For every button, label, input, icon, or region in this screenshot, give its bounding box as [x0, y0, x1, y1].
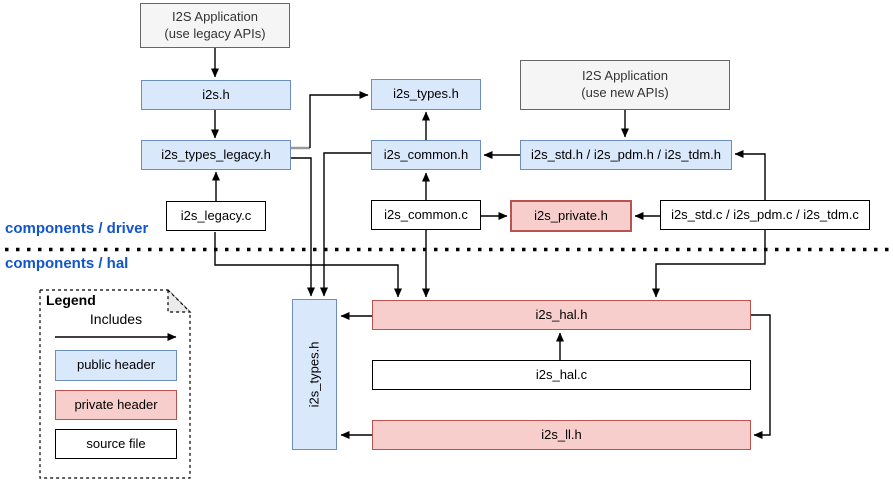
arrow-halh-to-llh: [751, 314, 771, 439]
arrow-typeslegacy-to-typeshal: [291, 157, 315, 297]
node-i2s-std-pdm-tdm-h: i2s_std.h / i2s_pdm.h / i2s_tdm.h: [520, 140, 732, 170]
node-i2s-application-legacy: I2S Application (use legacy APIs): [140, 3, 290, 48]
legend-item-source-file: source file: [55, 429, 177, 459]
node-i2s-private-h: i2s_private.h: [510, 200, 632, 232]
arrow-typeslegacy-to-typesdriver: [309, 91, 369, 148]
node-label-line2: (use new APIs): [581, 85, 669, 100]
section-label-components-driver: components / driver: [5, 220, 149, 237]
legend-includes-label: Includes: [89, 311, 143, 327]
node-i2s-common-h: i2s_common.h: [371, 140, 481, 170]
node-i2s-legacy-c: i2s_legacy.c: [166, 201, 266, 231]
node-i2s-common-c: i2s_common.c: [371, 200, 481, 230]
node-i2s-hal-h: i2s_hal.h: [372, 300, 751, 330]
legend-item-private-header: private header: [55, 390, 177, 420]
node-i2s-hal-c: i2s_hal.c: [372, 360, 751, 390]
node-i2s-types-h-driver: i2s_types.h: [371, 79, 481, 110]
arrow-stdc-to-halh: [652, 230, 766, 298]
node-label-line2: (use legacy APIs): [164, 25, 266, 41]
arrow-commonh-to-typeshal: [320, 152, 371, 297]
section-label-components-hal: components / hal: [5, 255, 129, 272]
node-i2s-ll-h: i2s_ll.h: [372, 420, 751, 450]
node-i2s-types-h-hal: i2s_types.h: [292, 299, 337, 450]
node-i2s-std-pdm-tdm-c: i2s_std.c / i2s_pdm.c / i2s_tdm.c: [660, 200, 870, 230]
node-i2s-types-legacy-h: i2s_types_legacy.h: [141, 140, 291, 170]
node-label-line1: I2S Application: [581, 68, 668, 84]
legend-item-public-header: public header: [55, 350, 177, 381]
arrow-legacyc-to-halh: [214, 232, 402, 298]
node-i2s-h: i2s.h: [141, 80, 291, 110]
node-i2s-application-new: I2S Application (use new APIs): [520, 60, 730, 110]
arrow-stdc-to-stdh: [734, 150, 766, 200]
legend-title: Legend: [46, 292, 96, 308]
node-label-line1: I2S Application: [171, 8, 258, 24]
node-label: i2s_types.h: [306, 341, 322, 408]
